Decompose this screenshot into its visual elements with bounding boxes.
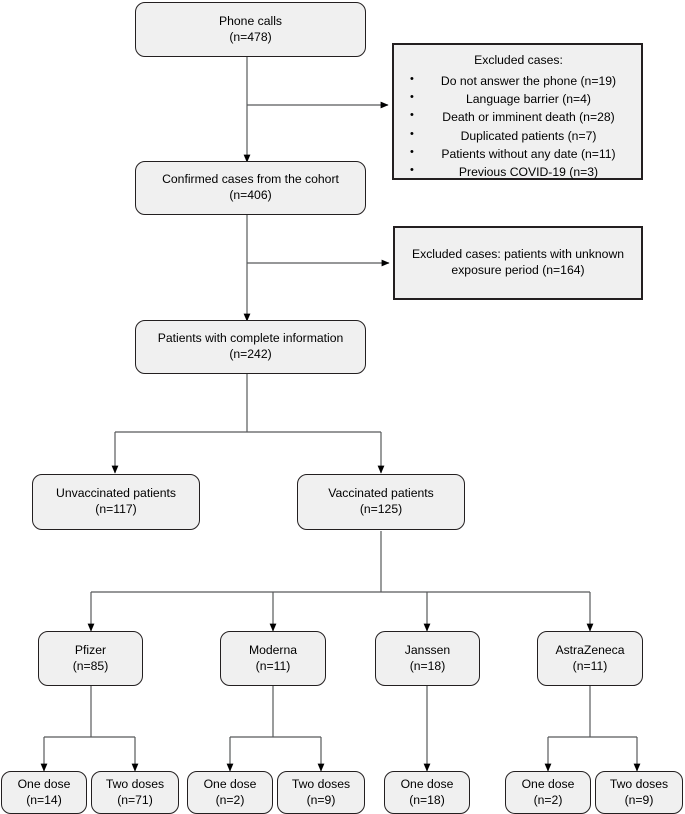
node-unvaccinated-count: (n=117) [95, 502, 137, 516]
node-moderna-two-doses-label: Two doses [291, 776, 351, 791]
node-astrazeneca-two-doses-label: Two doses [609, 776, 669, 791]
node-moderna-one-dose[interactable]: One dose (n=2) [187, 771, 273, 814]
node-pfizer-one-dose-count: (n=14) [26, 792, 62, 807]
node-moderna-two-doses-count: (n=9) [306, 792, 336, 807]
node-vaccine-janssen[interactable]: Janssen (n=18) [375, 631, 480, 686]
node-excluded-cases-1[interactable]: Excluded cases: Do not answer the phone … [392, 43, 643, 180]
node-pfizer-label: Pfizer [74, 642, 107, 657]
node-phone-calls-label: Phone calls [218, 13, 282, 28]
node-confirmed-cases[interactable]: Confirmed cases from the cohort (n=406) [135, 161, 366, 215]
node-phone-calls[interactable]: Phone calls (n=478) [135, 2, 366, 57]
node-astrazeneca-two-doses-count: (n=9) [624, 792, 654, 807]
node-pfizer-one-dose-label: One dose [17, 776, 71, 791]
node-vaccine-pfizer[interactable]: Pfizer (n=85) [38, 631, 143, 686]
excluded-cases-1-title: Excluded cases: [474, 53, 563, 67]
node-astrazeneca-one-dose-label: One dose [521, 776, 575, 791]
node-vaccine-astrazeneca[interactable]: AstraZeneca (n=11) [537, 631, 643, 686]
node-complete-information-label: Patients with complete information [157, 331, 344, 346]
node-astrazeneca-count: (n=11) [572, 658, 608, 673]
node-pfizer-two-doses-label: Two doses [105, 776, 165, 791]
node-unvaccinated-patients[interactable]: Unvaccinated patients (n=117) [32, 474, 200, 530]
list-item: Language barrier (n=4) [406, 89, 631, 108]
node-complete-information-count: (n=242) [229, 347, 272, 361]
excluded-cases-1-list: Do not answer the phone (n=19) Language … [406, 71, 631, 182]
node-pfizer-one-dose[interactable]: One dose (n=14) [1, 771, 87, 814]
node-vaccine-moderna[interactable]: Moderna (n=11) [220, 631, 326, 686]
node-complete-information[interactable]: Patients with complete information (n=24… [135, 320, 366, 374]
node-pfizer-two-doses[interactable]: Two doses (n=71) [91, 771, 179, 814]
node-moderna-two-doses[interactable]: Two doses (n=9) [277, 771, 365, 814]
node-moderna-label: Moderna [248, 642, 298, 657]
node-moderna-one-dose-count: (n=2) [215, 792, 245, 807]
node-janssen-label: Janssen [404, 642, 451, 657]
node-janssen-count: (n=18) [409, 658, 446, 673]
list-item: Death or imminent death (n=28) [406, 107, 631, 126]
node-astrazeneca-one-dose-count: (n=2) [533, 792, 563, 807]
node-astrazeneca-one-dose[interactable]: One dose (n=2) [505, 771, 591, 814]
list-item: Duplicated patients (n=7) [406, 125, 631, 145]
node-unvaccinated-label: Unvaccinated patients [56, 486, 176, 501]
node-excluded-cases-2[interactable]: Excluded cases: patients with unknown ex… [393, 226, 643, 300]
node-vaccinated-label: Vaccinated patients [328, 486, 434, 501]
node-vaccinated-count: (n=125) [359, 502, 403, 516]
node-janssen-one-dose-label: One dose [400, 776, 454, 791]
list-item: Patients without any date (n=11) [406, 144, 631, 163]
node-janssen-one-dose[interactable]: One dose (n=18) [384, 771, 470, 814]
excluded-cases-2-line2: exposure period (n=164) [451, 263, 585, 277]
list-item: Previous COVID-19 (n=3) [406, 162, 631, 181]
node-janssen-one-dose-count: (n=18) [409, 792, 445, 807]
node-pfizer-two-doses-count: (n=71) [117, 792, 153, 807]
node-astrazeneca-label: AstraZeneca [555, 642, 625, 657]
node-vaccinated-patients[interactable]: Vaccinated patients (n=125) [297, 474, 465, 530]
node-moderna-count: (n=11) [255, 658, 291, 673]
node-moderna-one-dose-label: One dose [203, 776, 257, 791]
node-phone-calls-count: (n=478) [229, 29, 272, 44]
excluded-cases-2-line1: Excluded cases: patients with unknown [411, 247, 625, 262]
node-astrazeneca-two-doses[interactable]: Two doses (n=9) [595, 771, 683, 814]
node-pfizer-count: (n=85) [72, 658, 109, 673]
node-confirmed-cases-label: Confirmed cases from the cohort [162, 172, 339, 187]
list-item: Do not answer the phone (n=19) [406, 71, 631, 90]
node-confirmed-cases-count: (n=406) [229, 188, 272, 202]
